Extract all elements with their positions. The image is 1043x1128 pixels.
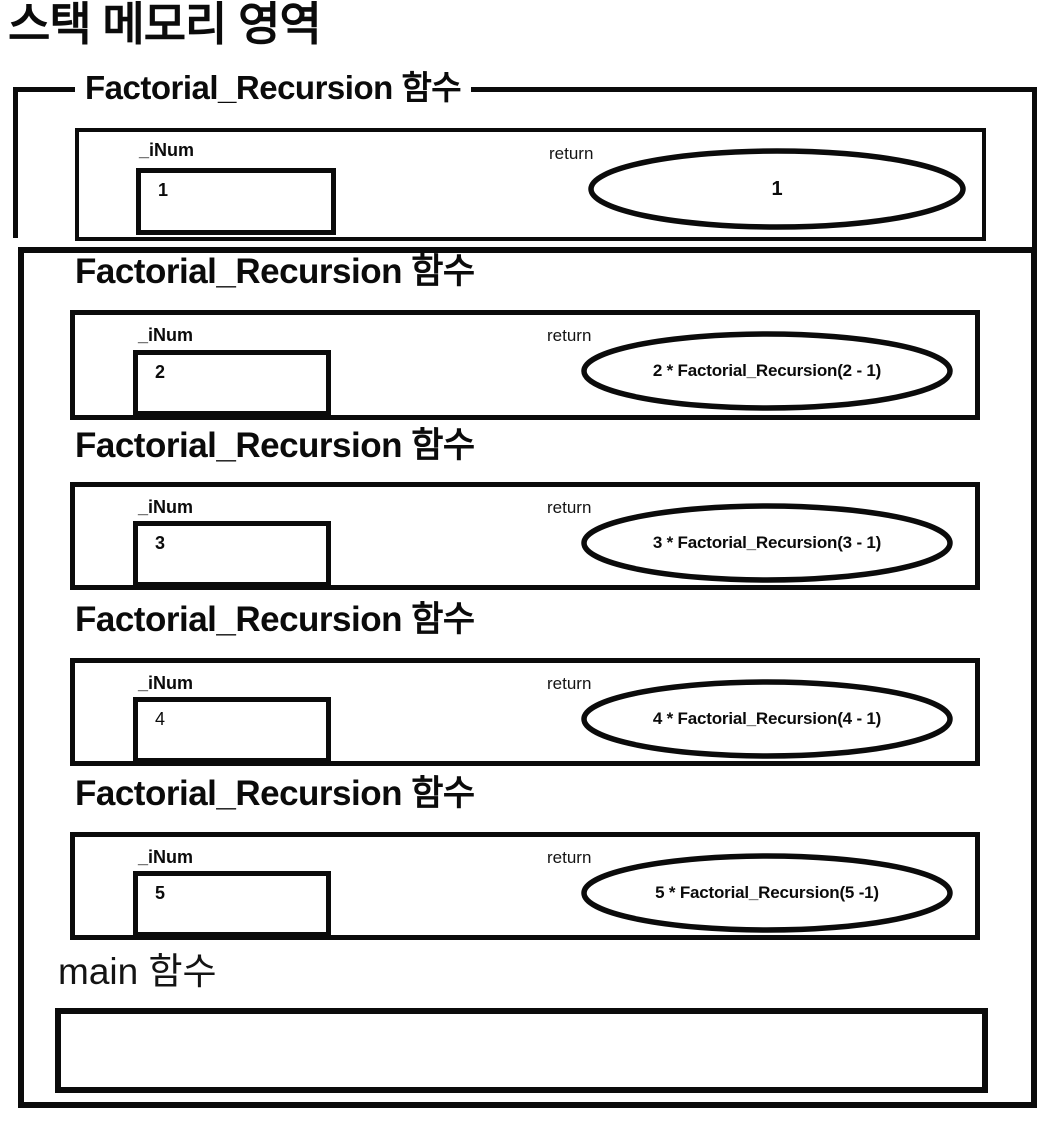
return-ellipse: 4 * Factorial_Recursion(4 - 1) — [580, 679, 954, 759]
ellipse-outline-icon — [581, 331, 953, 411]
inum-value: 4 — [155, 709, 166, 729]
ellipse-outline-icon — [581, 503, 953, 583]
return-value: 1 — [771, 177, 783, 200]
inum-box: 1 — [136, 168, 336, 235]
return-ellipse: 1 — [587, 148, 967, 230]
top-frame-border-right — [1032, 88, 1037, 247]
return-label: return — [547, 326, 592, 345]
stack-frame-body: _iNum 4 return 4 * Factorial_Recursion(4… — [70, 658, 980, 766]
inum-box: 4 — [133, 697, 331, 763]
inum-value: 1 — [158, 180, 169, 200]
return-value: 2 * Factorial_Recursion(2 - 1) — [652, 361, 882, 380]
inum-box: 2 — [133, 350, 331, 416]
inum-box: 3 — [133, 521, 331, 587]
return-ellipse: 3 * Factorial_Recursion(3 - 1) — [580, 503, 954, 583]
return-label: return — [549, 144, 594, 163]
return-ellipse: 2 * Factorial_Recursion(2 - 1) — [580, 331, 954, 411]
return-label: return — [547, 498, 592, 517]
main-frame-heading: main 함수 — [58, 951, 217, 992]
top-frame-body: _iNum 1 return 1 — [75, 128, 986, 241]
stack-frame-heading: Factorial_Recursion 함수 — [75, 774, 475, 813]
inum-label: _iNum — [138, 673, 194, 693]
legend-line-left — [13, 87, 75, 92]
stack-frame-body: _iNum 5 return 5 * Factorial_Recursion(5… — [70, 832, 980, 940]
legend-line-right — [471, 87, 1037, 92]
stack-frame-body: _iNum 3 return 3 * Factorial_Recursion(3… — [70, 482, 980, 590]
inum-label: _iNum — [139, 140, 195, 160]
ellipse-outline-icon — [588, 148, 966, 230]
return-value: 3 * Factorial_Recursion(3 - 1) — [652, 533, 882, 552]
page-title: 스택 메모리 영역 — [8, 0, 322, 50]
top-frame-heading: Factorial_Recursion 함수 — [85, 69, 462, 106]
inum-label: _iNum — [138, 325, 194, 345]
inum-value: 3 — [155, 533, 166, 553]
stack-outer-box — [18, 247, 1037, 1108]
inum-label: _iNum — [138, 847, 194, 867]
return-label: return — [547, 674, 592, 693]
top-frame-border-left — [13, 88, 18, 238]
ellipse-outline-icon — [581, 853, 953, 933]
inum-value: 2 — [155, 362, 166, 382]
inum-box: 5 — [133, 871, 331, 937]
inum-value: 5 — [155, 883, 166, 903]
stack-frame-heading: Factorial_Recursion 함수 — [75, 600, 475, 639]
top-frame-legend: Factorial_Recursion 함수 — [13, 64, 1037, 112]
stack-frame-heading: Factorial_Recursion 함수 — [75, 252, 475, 291]
ellipse-outline-icon — [581, 679, 953, 759]
return-label: return — [547, 848, 592, 867]
stack-frame-body: _iNum 2 return 2 * Factorial_Recursion(2… — [70, 310, 980, 420]
return-ellipse: 5 * Factorial_Recursion(5 -1) — [580, 853, 954, 933]
stack-frame-heading: Factorial_Recursion 함수 — [75, 426, 475, 465]
return-value: 5 * Factorial_Recursion(5 -1) — [655, 883, 879, 902]
main-frame-body — [55, 1008, 988, 1093]
inum-label: _iNum — [138, 497, 194, 517]
return-value: 4 * Factorial_Recursion(4 - 1) — [652, 709, 882, 728]
